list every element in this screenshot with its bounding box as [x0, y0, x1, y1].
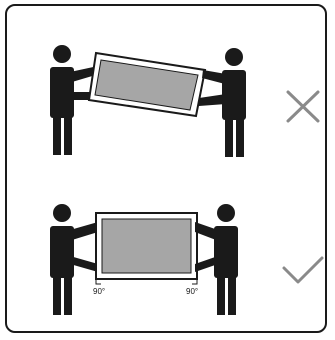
tilted-screen: [89, 53, 205, 116]
correct-panel: 90° 90°: [50, 204, 322, 315]
right-person-top: [199, 48, 246, 157]
right-person-bottom: [195, 204, 238, 315]
level-screen: [96, 213, 197, 279]
cross-icon: [288, 92, 318, 121]
incorrect-panel: [50, 45, 318, 157]
left-person-bottom: [50, 204, 98, 315]
angle-label-right: 90°: [186, 287, 198, 296]
check-icon: [284, 258, 322, 282]
angle-label-left: 90°: [93, 287, 105, 296]
